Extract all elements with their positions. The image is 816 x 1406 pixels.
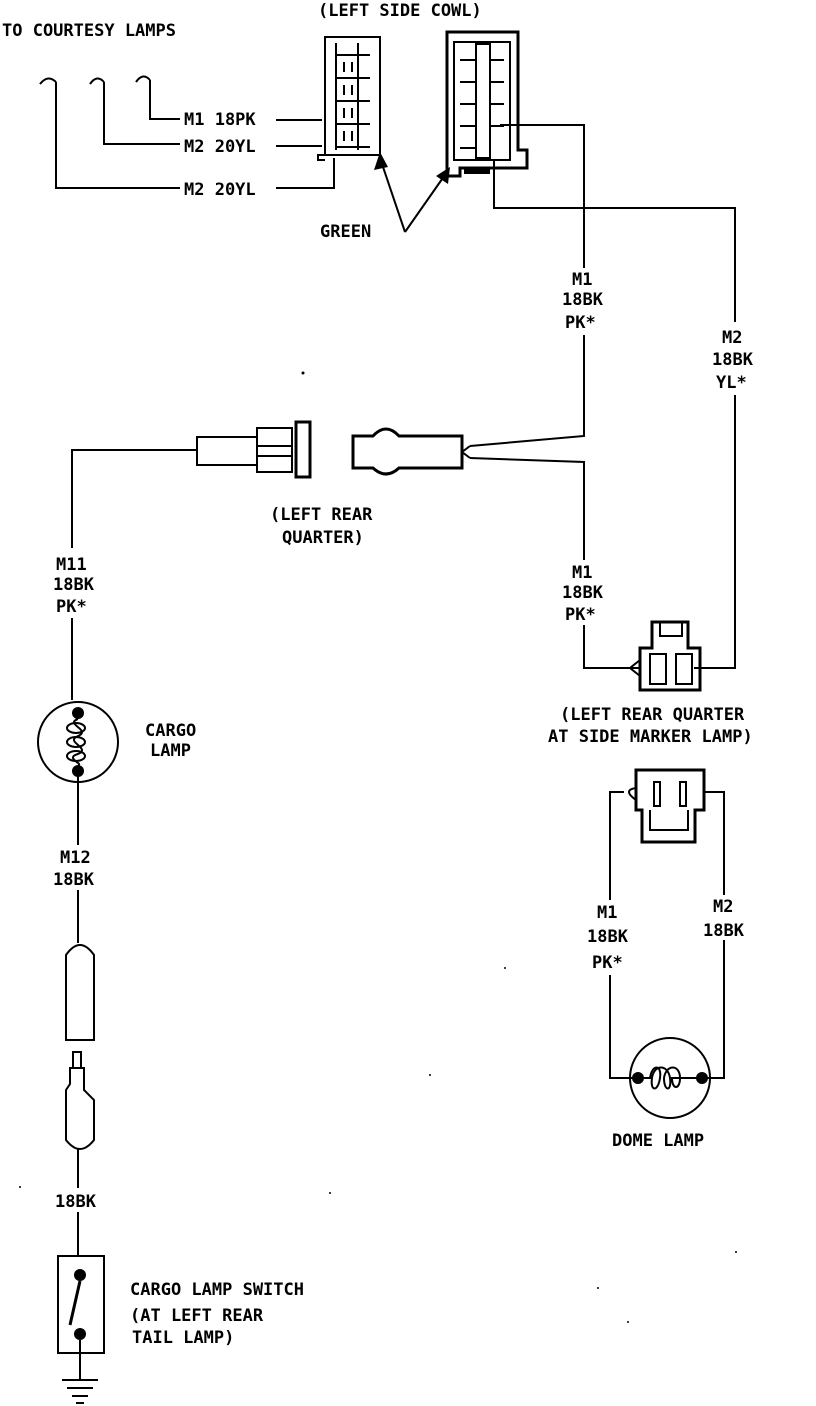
dome-lamp <box>629 1037 711 1119</box>
wire-dome-m2 <box>704 791 725 895</box>
label-dome-m1-tracer: PK* <box>592 953 623 973</box>
label-dome-m1-gauge: 18BK <box>587 927 629 947</box>
label-cargo-switch-line3: TAIL LAMP) <box>132 1328 234 1348</box>
label-marker-connector-line2: AT SIDE MARKER LAMP) <box>548 727 753 747</box>
scan-specks <box>19 371 737 1323</box>
left-cowl-connector-left <box>317 36 381 161</box>
label-wire-m1-18pk: M1 18PK <box>184 110 256 130</box>
label-cargo-switch-line1: CARGO LAMP SWITCH <box>130 1280 304 1300</box>
label-m12-code: M12 <box>60 848 91 868</box>
label-m1-cowl-tracer: PK* <box>565 313 596 333</box>
label-wire-m2-20yl-lower: M2 20YL <box>184 180 256 200</box>
left-cowl-connector-right <box>445 30 529 178</box>
label-m1-cowl-gauge: 18BK <box>562 290 604 310</box>
label-left-rear-quarter-line1: (LEFT REAR <box>270 505 373 525</box>
label-marker-connector-line1: (LEFT REAR QUARTER <box>560 705 745 725</box>
label-m1-marker-code: M1 <box>572 563 592 583</box>
label-switch-wire-gauge: 18BK <box>55 1192 97 1212</box>
label-m2-cowl-code: M2 <box>722 328 742 348</box>
cargo-lamp <box>37 701 119 783</box>
courtesy-lamp-wires <box>39 75 335 189</box>
side-marker-connector <box>628 620 702 692</box>
label-m11-tracer: PK* <box>56 597 87 617</box>
label-dome-lamp: DOME LAMP <box>612 1131 704 1151</box>
label-green: GREEN <box>320 222 371 242</box>
dome-lamp-connector <box>628 768 706 844</box>
label-cargo-lamp-line1: CARGO <box>145 721 196 741</box>
label-m1-marker-gauge: 18BK <box>562 583 604 603</box>
inline-bullet-connector <box>65 944 95 1150</box>
left-rear-quarter-connector <box>196 420 471 479</box>
cargo-lamp-switch <box>57 1255 105 1380</box>
wire-dome-m1 <box>609 791 624 900</box>
label-cargo-lamp-line2: LAMP <box>150 741 191 761</box>
label-wire-m2-20yl-upper: M2 20YL <box>184 137 256 157</box>
label-dome-m1-code: M1 <box>597 903 617 923</box>
label-m12-gauge: 18BK <box>53 870 95 890</box>
label-m1-cowl-code: M1 <box>572 270 592 290</box>
wire-dome-m2-lower <box>704 940 725 1079</box>
label-m11-gauge: 18BK <box>53 575 95 595</box>
label-m1-marker-tracer: PK* <box>565 605 596 625</box>
label-dome-m2-code: M2 <box>713 897 733 917</box>
wire-m11 <box>71 449 197 548</box>
label-dome-m2-gauge: 18BK <box>703 921 745 941</box>
wire-dome-m1-lower <box>609 975 636 1079</box>
label-m11-code: M11 <box>56 555 87 575</box>
ground-icon <box>62 1379 98 1404</box>
cowl-output-wires <box>469 124 736 669</box>
label-cargo-switch-line2: (AT LEFT REAR <box>130 1306 264 1326</box>
label-m2-cowl-gauge: 18BK <box>712 350 754 370</box>
green-arrows <box>374 152 450 233</box>
label-m2-cowl-tracer: YL* <box>716 373 747 393</box>
label-left-side-cowl: (LEFT SIDE COWL) <box>318 1 482 21</box>
label-left-rear-quarter-line2: QUARTER) <box>282 528 364 548</box>
label-to-courtesy-lamps: TO COURTESY LAMPS <box>2 21 176 41</box>
